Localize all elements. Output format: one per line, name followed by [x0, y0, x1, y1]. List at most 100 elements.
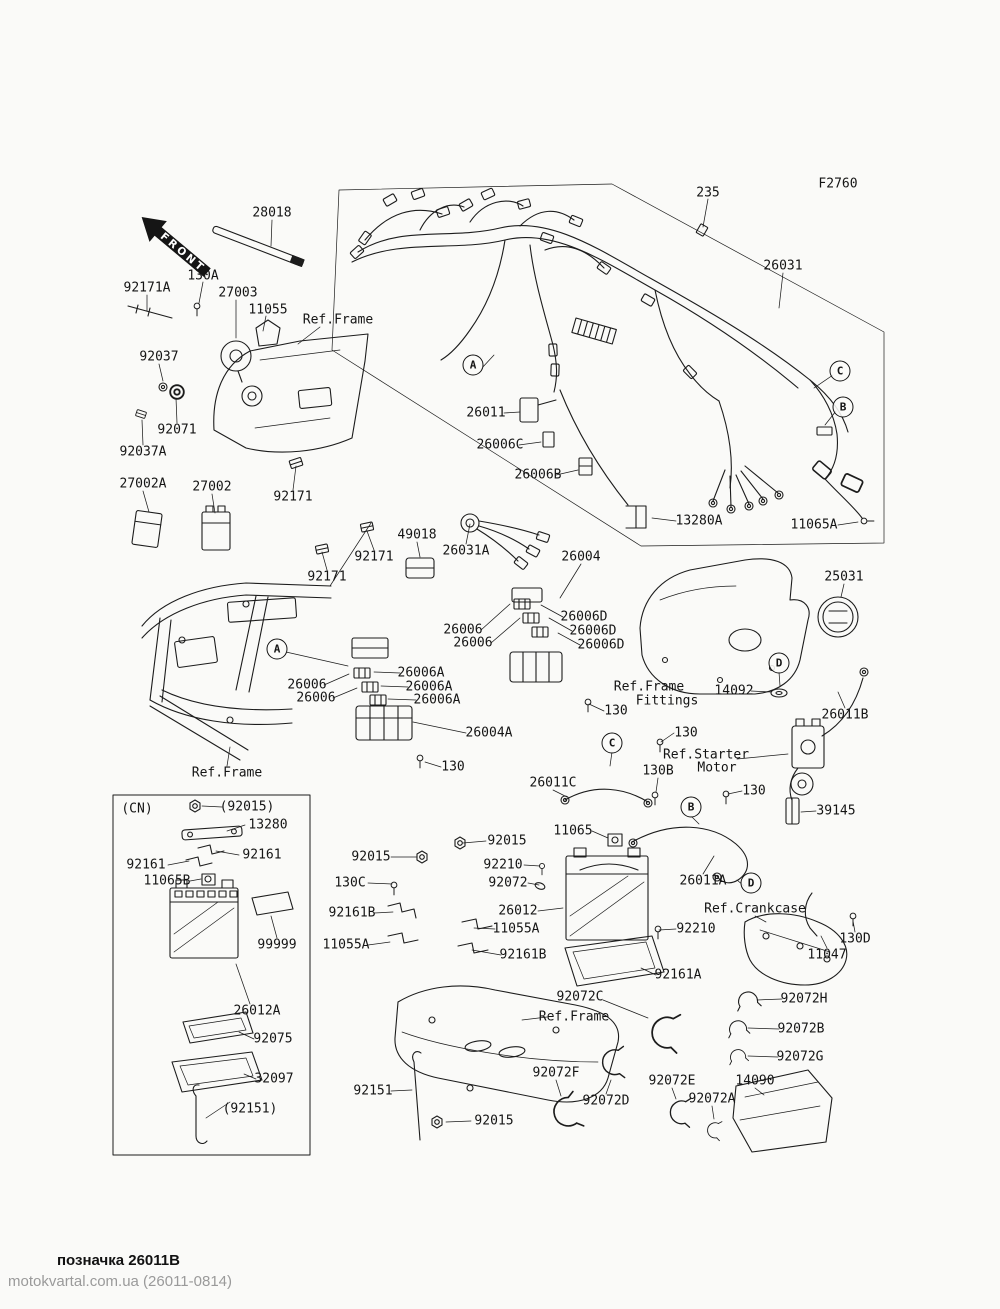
ref-frame-fittings-label: Ref.Frame: [613, 679, 685, 695]
part-label: 11055A: [492, 921, 540, 937]
part-label: 92210: [483, 857, 523, 873]
part-label: 26011B: [821, 707, 869, 723]
part-label: 13280: [248, 817, 288, 833]
part-label: 130A: [187, 268, 219, 284]
ref-starter-motor-label: Motor: [697, 760, 737, 776]
part-label: 25031: [824, 569, 864, 585]
callout-d: D: [740, 872, 762, 894]
part-label: 130D: [839, 931, 871, 947]
part-label: 130: [441, 759, 465, 775]
part-label: 235: [696, 185, 720, 201]
ref-frame-label: Ref.Frame: [538, 1009, 610, 1025]
main-harness-26031-art: [349, 187, 875, 529]
part-label: 92161: [126, 857, 166, 873]
part-label: 26006A: [397, 665, 445, 681]
part-label: 26011A: [679, 873, 727, 889]
ref-frame-label: Ref.Frame: [302, 312, 374, 328]
part-label: 92015: [474, 1113, 514, 1129]
part-label: 92161B: [328, 905, 376, 921]
callout-a: A: [266, 638, 288, 660]
part-label: 92071: [157, 422, 197, 438]
part-label: 26012A: [233, 1003, 281, 1019]
callout-a: A: [462, 354, 484, 376]
part-label: 26006: [443, 622, 483, 638]
ref-frame-label: Ref.Frame: [191, 765, 263, 781]
part-label: 26006: [296, 690, 336, 706]
part-label: 26006C: [476, 437, 524, 453]
part-label: 92075: [253, 1031, 293, 1047]
part-label: 26004: [561, 549, 601, 565]
part-label: 92072A: [688, 1091, 736, 1107]
part-label: 27003: [218, 285, 258, 301]
part-label: 92015: [487, 833, 527, 849]
part-label: 26011C: [529, 775, 577, 791]
part-label: 92037A: [119, 444, 167, 460]
callout-b: B: [832, 396, 854, 418]
part-label: 92072: [488, 875, 528, 891]
part-label: 92072G: [776, 1049, 824, 1065]
part-label: 92161A: [654, 967, 702, 983]
callout-d: D: [768, 652, 790, 674]
part-label: 27002A: [119, 476, 167, 492]
part-label: 92072E: [648, 1073, 696, 1089]
skid-plate-frame-art: [394, 985, 620, 1141]
starter-relay-art: [785, 667, 869, 825]
part-label: 99999: [257, 937, 297, 953]
cap-25031-art: [817, 596, 859, 638]
callout-c: C: [601, 732, 623, 754]
part-label: 28018: [252, 205, 292, 221]
part-label: 92072F: [532, 1065, 580, 1081]
cover-14090-art: [732, 1069, 833, 1153]
battery-26012-art: [387, 833, 665, 987]
horn-and-frame-topleft-art: [127, 225, 369, 453]
part-label: 14090: [735, 1073, 775, 1089]
part-label: 39145: [816, 803, 856, 819]
callout-b: B: [680, 796, 702, 818]
part-label: 92171A: [123, 280, 171, 296]
part-label: (92151): [222, 1101, 278, 1117]
footer-caption: позначка 26011B: [57, 1252, 180, 1269]
part-label: 26006A: [405, 679, 453, 695]
part-label: 92151: [353, 1083, 393, 1099]
part-label: 92037: [139, 349, 179, 365]
part-label: 92161: [242, 847, 282, 863]
part-label: 11065A: [790, 517, 838, 533]
part-label: 130C: [334, 875, 366, 891]
part-label: 130: [742, 783, 766, 799]
watermark-site-text: motokvartal.com.ua (26011-0814): [8, 1273, 233, 1290]
part-label: 26006D: [577, 637, 625, 653]
part-label: 26006D: [560, 609, 608, 625]
part-label: (92015): [219, 799, 275, 815]
part-label: 26011: [466, 405, 506, 421]
part-label: 11055A: [322, 937, 370, 953]
part-label: 92161B: [499, 947, 547, 963]
part-label: 32097: [254, 1071, 294, 1087]
relays-and-clips-art: [131, 456, 551, 587]
part-label: 49018: [397, 527, 437, 543]
battery-panel-cn-art: [112, 794, 311, 1156]
frame-lower-left-art: [141, 582, 332, 761]
part-label: 92072B: [777, 1021, 825, 1037]
crankcase-art: [743, 892, 857, 986]
part-label: 92171: [273, 489, 313, 505]
ref-crankcase-label: Ref.Crankcase: [704, 901, 806, 917]
battery-cables-art: [560, 788, 749, 884]
part-label: 14092: [714, 683, 754, 699]
figure-code: F2760: [818, 176, 858, 192]
part-label: 92015: [351, 849, 391, 865]
ref-frame-fittings-label: Fittings: [635, 693, 699, 709]
junction-box-left-art: [351, 637, 424, 769]
part-label: 11047: [807, 947, 847, 963]
part-label: 11065: [553, 823, 593, 839]
part-label: 130B: [642, 763, 674, 779]
part-label: 26004A: [465, 725, 513, 741]
part-label: 13280A: [675, 513, 723, 529]
part-label: 92171: [307, 569, 347, 585]
part-label: 26031: [763, 258, 803, 274]
part-label: 26006A: [413, 692, 461, 708]
part-label: 26012: [498, 903, 538, 919]
part-label: 92072C: [556, 989, 604, 1005]
part-label: 11065B: [143, 873, 191, 889]
part-label: 92072H: [780, 991, 828, 1007]
